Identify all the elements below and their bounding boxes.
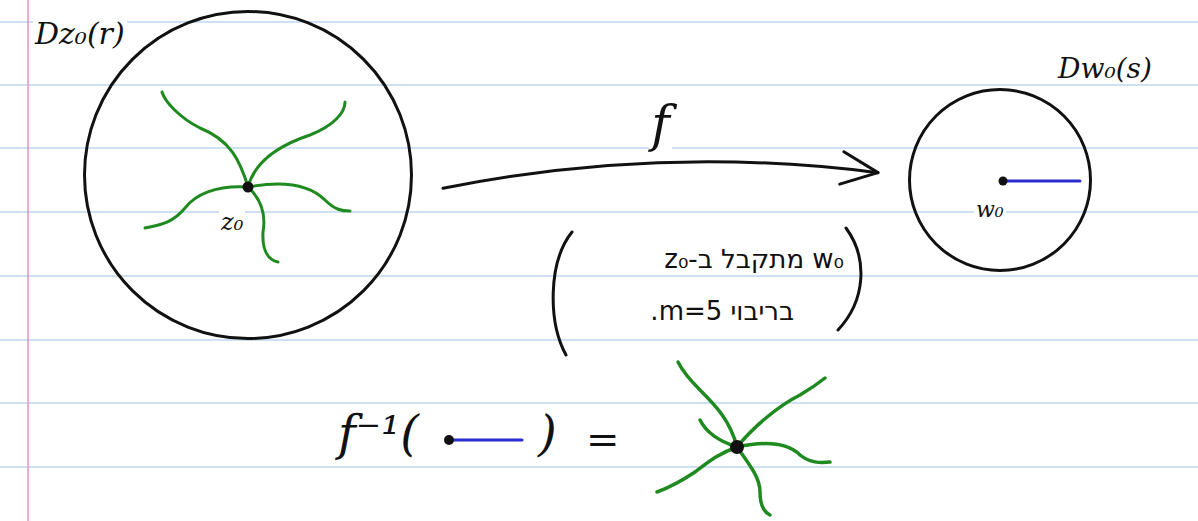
- point-z0: [243, 182, 254, 193]
- mapping-arrow: [443, 152, 878, 188]
- left-bracket: [553, 232, 572, 355]
- segment-endpoint: [444, 435, 454, 445]
- green-curve: [162, 92, 248, 187]
- rule-line: [0, 84, 1198, 85]
- arrow-head: [840, 152, 878, 184]
- star-curves: [657, 362, 830, 515]
- circle: [910, 90, 1091, 271]
- note-text: w₀ מתקבל ב-z₀: [662, 246, 846, 273]
- green-curve: [657, 447, 737, 492]
- circle-outline: [83, 10, 413, 340]
- green-curve: [737, 378, 825, 447]
- ruled-lines: [0, 22, 1198, 467]
- rule-line: [0, 275, 1198, 276]
- point-label: w₀: [974, 198, 1006, 221]
- note-text: בריבוי m=5.: [648, 298, 796, 325]
- green-curve: [737, 444, 830, 463]
- rule-line: [0, 402, 1198, 403]
- preimage-curves: [145, 92, 350, 262]
- rule-line: [0, 21, 1198, 22]
- blue-segment: [449, 439, 522, 442]
- green-curve: [737, 447, 770, 515]
- disk-circle: Dw₀(s)w₀: [908, 88, 1092, 272]
- margin-line: [27, 0, 29, 521]
- point-label: z₀: [219, 210, 245, 235]
- rule-line: [0, 147, 1198, 148]
- point-w0: [999, 177, 1008, 186]
- right-bracket: [838, 228, 861, 330]
- green-curve: [248, 184, 350, 211]
- circle: [85, 12, 412, 339]
- rule-line: [0, 339, 1198, 340]
- equation-text: f⁻¹(: [336, 408, 421, 458]
- disk-circle: Dz₀(r)z₀: [83, 10, 413, 340]
- green-curve: [248, 102, 345, 187]
- disk-label: Dz₀(r): [33, 18, 127, 50]
- green-curve: [678, 362, 737, 447]
- point-z0: [730, 440, 744, 454]
- arrow-line: [443, 162, 878, 189]
- equation-text: =: [584, 418, 622, 460]
- rule-line: [0, 466, 1198, 467]
- blue-segment: [1003, 180, 1080, 183]
- edge-label: f: [649, 98, 672, 151]
- disk-label: Dw₀(s): [1056, 54, 1154, 83]
- equation-text: ): [536, 408, 559, 458]
- circle-outline: [908, 88, 1092, 272]
- green-curve: [248, 187, 278, 262]
